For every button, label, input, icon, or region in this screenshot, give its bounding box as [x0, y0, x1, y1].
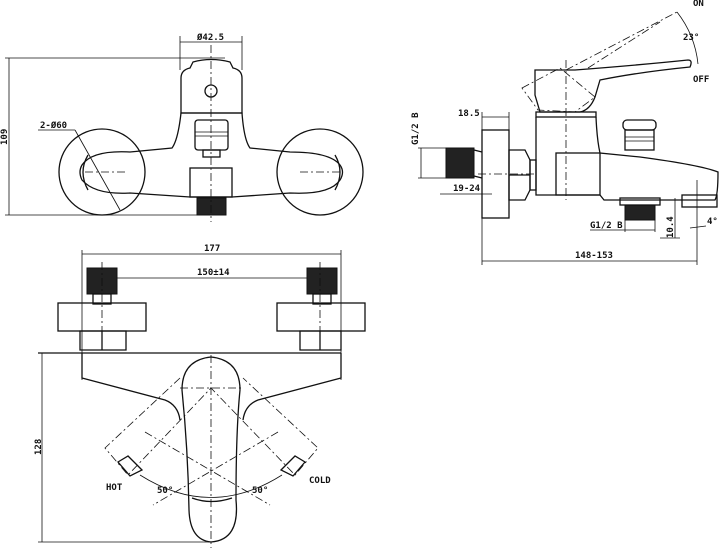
right-wall-flange — [276, 128, 364, 216]
inlet-range-label: 19-24 — [453, 184, 481, 194]
off-label: OFF — [693, 75, 709, 85]
lever-angle-label: 23° — [683, 33, 699, 43]
centers-label: 150±14 — [197, 268, 230, 278]
outlet-height-label: 10.4 — [666, 216, 676, 238]
cold-label: COLD — [309, 476, 331, 486]
top-view: 177 150±14 128 HOT 50° 50° COLD — [34, 244, 366, 548]
outlet-thread-label: G1/2 B — [590, 221, 623, 231]
front-view: Ø42.5 109 2-Ø60 — [0, 32, 364, 222]
overall-width-label: 177 — [204, 244, 220, 254]
side-view: ON 23° OFF 18.5 G1/2 B 19-24 G1/2 B — [411, 0, 719, 265]
flange-depth-label: 18.5 — [458, 109, 480, 119]
flange-diameter-label: 2-Ø60 — [40, 120, 67, 131]
height-label: 109 — [0, 129, 10, 145]
depth-label: 128 — [34, 439, 44, 455]
hot-label: HOT — [106, 483, 123, 493]
inlet-thread-label: G1/2 B — [411, 112, 421, 145]
head-diameter-label: Ø42.5 — [196, 32, 224, 43]
cold-angle-label: 50° — [252, 486, 268, 496]
spout-angle-label: 4° — [707, 217, 718, 227]
on-label: ON — [693, 0, 704, 9]
total-length-label: 148-153 — [575, 251, 613, 261]
hot-angle-label: 50° — [157, 486, 173, 496]
left-wall-flange — [58, 128, 146, 216]
